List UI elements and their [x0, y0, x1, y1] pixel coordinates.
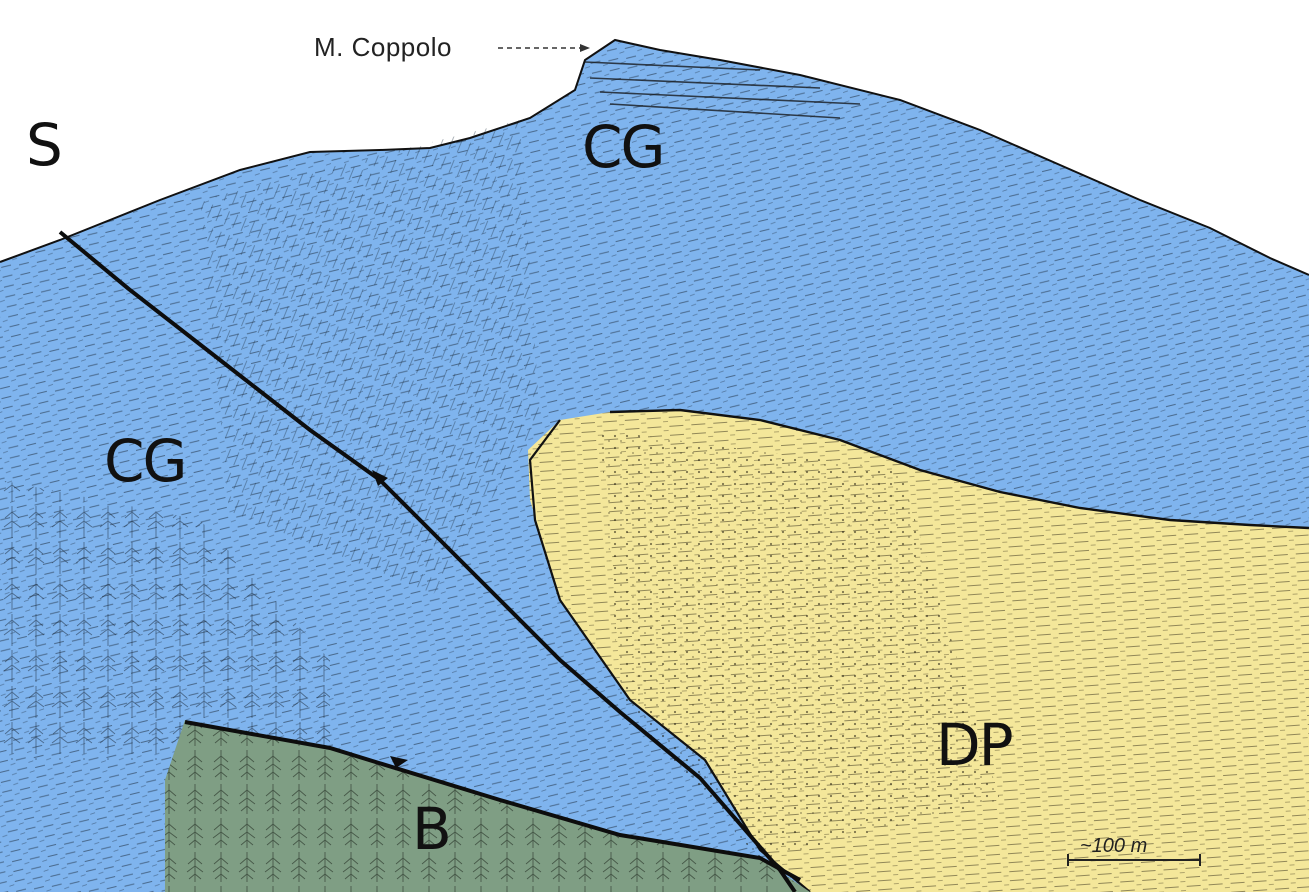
peak-name-label: M. Coppolo — [314, 34, 452, 60]
unit-dp-label: DP — [936, 716, 1012, 774]
peak-pointer-arrow — [498, 44, 590, 52]
direction-label: S — [26, 116, 61, 174]
unit-cg-top-label: CG — [582, 118, 663, 176]
scale-label: ~100 m — [1080, 836, 1147, 856]
unit-b-label: B — [412, 800, 450, 858]
unit-cg-left-label: CG — [104, 432, 185, 490]
